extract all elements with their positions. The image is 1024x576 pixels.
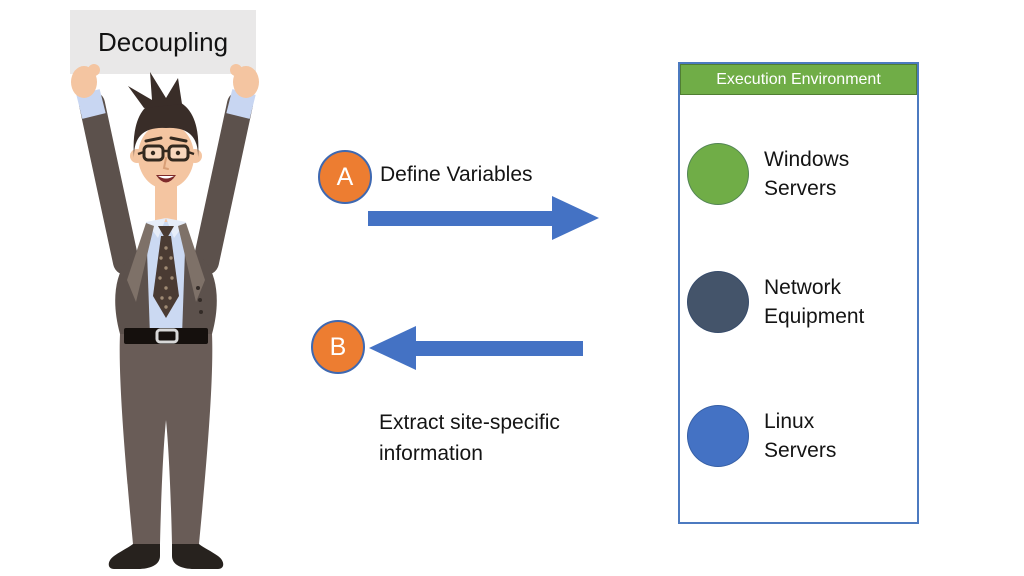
presenter-left-arm bbox=[71, 64, 139, 275]
arrow-right-head bbox=[552, 196, 599, 240]
presenter-torso bbox=[115, 218, 217, 336]
network-equipment-icon bbox=[687, 271, 749, 333]
presenter-illustration bbox=[70, 10, 259, 569]
env-item-windows-servers: Windows Servers bbox=[687, 143, 884, 205]
step-a-label: Define Variables bbox=[380, 163, 533, 186]
shoes bbox=[108, 544, 224, 569]
panel-title: Execution Environment bbox=[680, 64, 917, 95]
env-item-label: Network Equipment bbox=[764, 276, 865, 328]
step-a-letter: A bbox=[336, 162, 354, 191]
arrow-right-shaft bbox=[368, 211, 554, 226]
arrow-left-shaft bbox=[413, 341, 583, 356]
windows-servers-icon bbox=[687, 143, 749, 205]
arrow-left-head bbox=[369, 326, 416, 370]
arrow-left-icon bbox=[369, 326, 583, 370]
execution-environment-panel: Execution Environment Windows Servers Ne… bbox=[678, 62, 919, 524]
glasses-icon bbox=[137, 144, 195, 162]
presenter-right-arm bbox=[193, 64, 259, 275]
sign-board bbox=[70, 10, 256, 74]
step-b-label: Extract site-specific information bbox=[379, 411, 560, 465]
arrow-right-icon bbox=[368, 196, 600, 240]
linux-servers-icon bbox=[687, 405, 749, 467]
tie bbox=[153, 226, 179, 318]
presenter-head bbox=[128, 72, 202, 222]
env-item-label: Linux Servers bbox=[764, 410, 837, 462]
env-item-network-equipment: Network Equipment bbox=[687, 271, 884, 333]
step-b-badge: B bbox=[311, 320, 365, 374]
step-a-badge: A bbox=[318, 150, 372, 204]
sign-label: Decoupling bbox=[97, 26, 229, 57]
env-item-linux-servers: Linux Servers bbox=[687, 405, 884, 467]
presenter-legs bbox=[119, 334, 213, 544]
belt bbox=[124, 328, 208, 344]
step-b-letter: B bbox=[329, 332, 347, 361]
env-item-label: Windows Servers bbox=[764, 148, 850, 200]
